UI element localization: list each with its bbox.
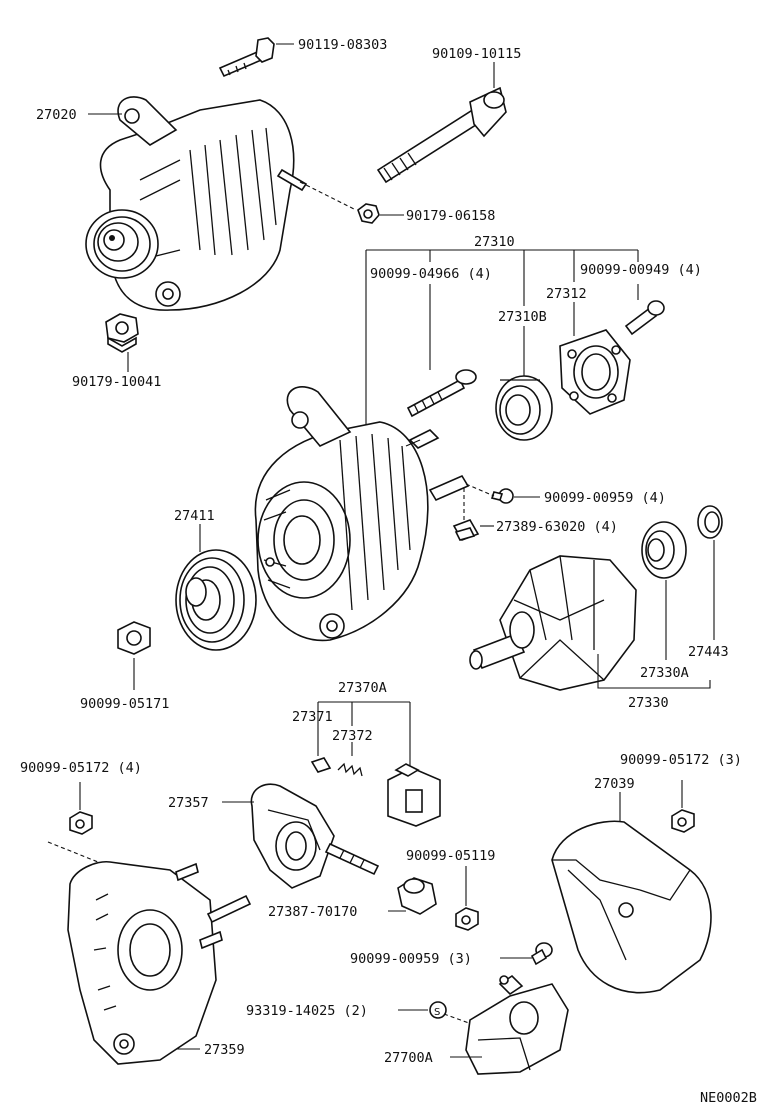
label-stud-bolt-90099-04966: 90099-04966 (4) [370,266,492,282]
bracket-lines-27310 [365,249,639,430]
label-terminal-27389-63020: 27389-63020 (4) [496,519,618,535]
svg-text:S: S [434,1007,440,1018]
nut-90099-05119 [455,907,479,931]
regulator-27700A [465,974,569,1075]
pulley-27411 [175,549,257,651]
bolt-90119-08303 [218,37,275,78]
label-frame-27359: 27359 [204,1042,245,1058]
spring-27372 [337,762,363,777]
nut-90179-06158 [357,203,380,224]
rectifier-27357 [250,783,380,889]
label-pulley-27411: 27411 [174,508,215,524]
label-nut-90099-05171: 90099-05171 [80,696,169,712]
nut-90099-05171 [117,621,151,655]
label-rotor-27330: 27330 [628,695,669,711]
brush-holder-27370A [387,763,441,827]
bearing-27330A [641,521,687,579]
label-rear-assy-27310: 27310 [474,234,515,250]
label-screw-90099-00959-mid: 90099-00959 (4) [544,490,666,506]
diagram-code: NE0002B [700,1090,757,1106]
screw-93319-14025: S [429,1001,447,1019]
label-nut-90099-05119: 90099-05119 [406,848,495,864]
label-screw-93319-14025: 93319-14025 (2) [246,1003,368,1019]
through-bolt-90109-10115 [376,86,507,184]
label-bolt-90119-08303: 90119-08303 [298,37,387,53]
terminal-27389-63020 [452,519,480,541]
nut-90179-10041 [105,313,139,353]
nut-90099-05172-left [69,811,93,835]
alternator-body [254,386,470,642]
bearing-cover-27443 [697,505,723,539]
label-bearing-27330A: 27330A [640,665,689,681]
label-rectifier-27357: 27357 [168,795,209,811]
brush-27371 [310,757,332,773]
label-through-bolt-90109-10115: 90109-10115 [432,46,521,62]
label-brush-27371: 27371 [292,709,333,725]
screw-90099-00949 [624,300,665,336]
label-alternator-27020: 27020 [36,107,77,123]
bearing-27310B [495,375,553,441]
label-bearing-cover-27443: 27443 [688,644,729,660]
frame-27359 [67,860,252,1065]
nut-90099-05172-right [671,809,695,833]
screw-90099-00959-mid [490,488,514,504]
label-nut-90099-05172-right: 90099-05172 (3) [620,752,742,768]
label-screw-90099-00949: 90099-00949 (4) [580,262,702,278]
label-bearing-27310B: 27310B [498,309,547,325]
alternator-assembly-27020 [85,96,308,311]
plate-27312 [559,329,631,415]
label-brush-holder-27370A: 27370A [338,680,387,696]
label-screw-90099-00959-low: 90099-00959 (3) [350,951,472,967]
stud-bolt-90099-04966 [406,369,477,418]
label-regulator-27700A: 27700A [384,1050,433,1066]
label-insulator-27387-70170: 27387-70170 [268,904,357,920]
rear-cover-27039 [551,820,712,994]
rotor-27330 [469,555,637,691]
label-plate-27312: 27312 [546,286,587,302]
insulator-27387-70170 [397,877,437,915]
brush-holder-bracket-27370A [317,701,411,766]
label-nut-90179-06158: 90179-06158 [406,208,495,224]
label-spring-27372: 27372 [332,728,373,744]
label-nut-90179-10041: 90179-10041 [72,374,161,390]
label-rear-cover-27039: 27039 [594,776,635,792]
label-nut-90099-05172-left: 90099-05172 (4) [20,760,142,776]
screw-90099-00959-low [530,942,553,966]
